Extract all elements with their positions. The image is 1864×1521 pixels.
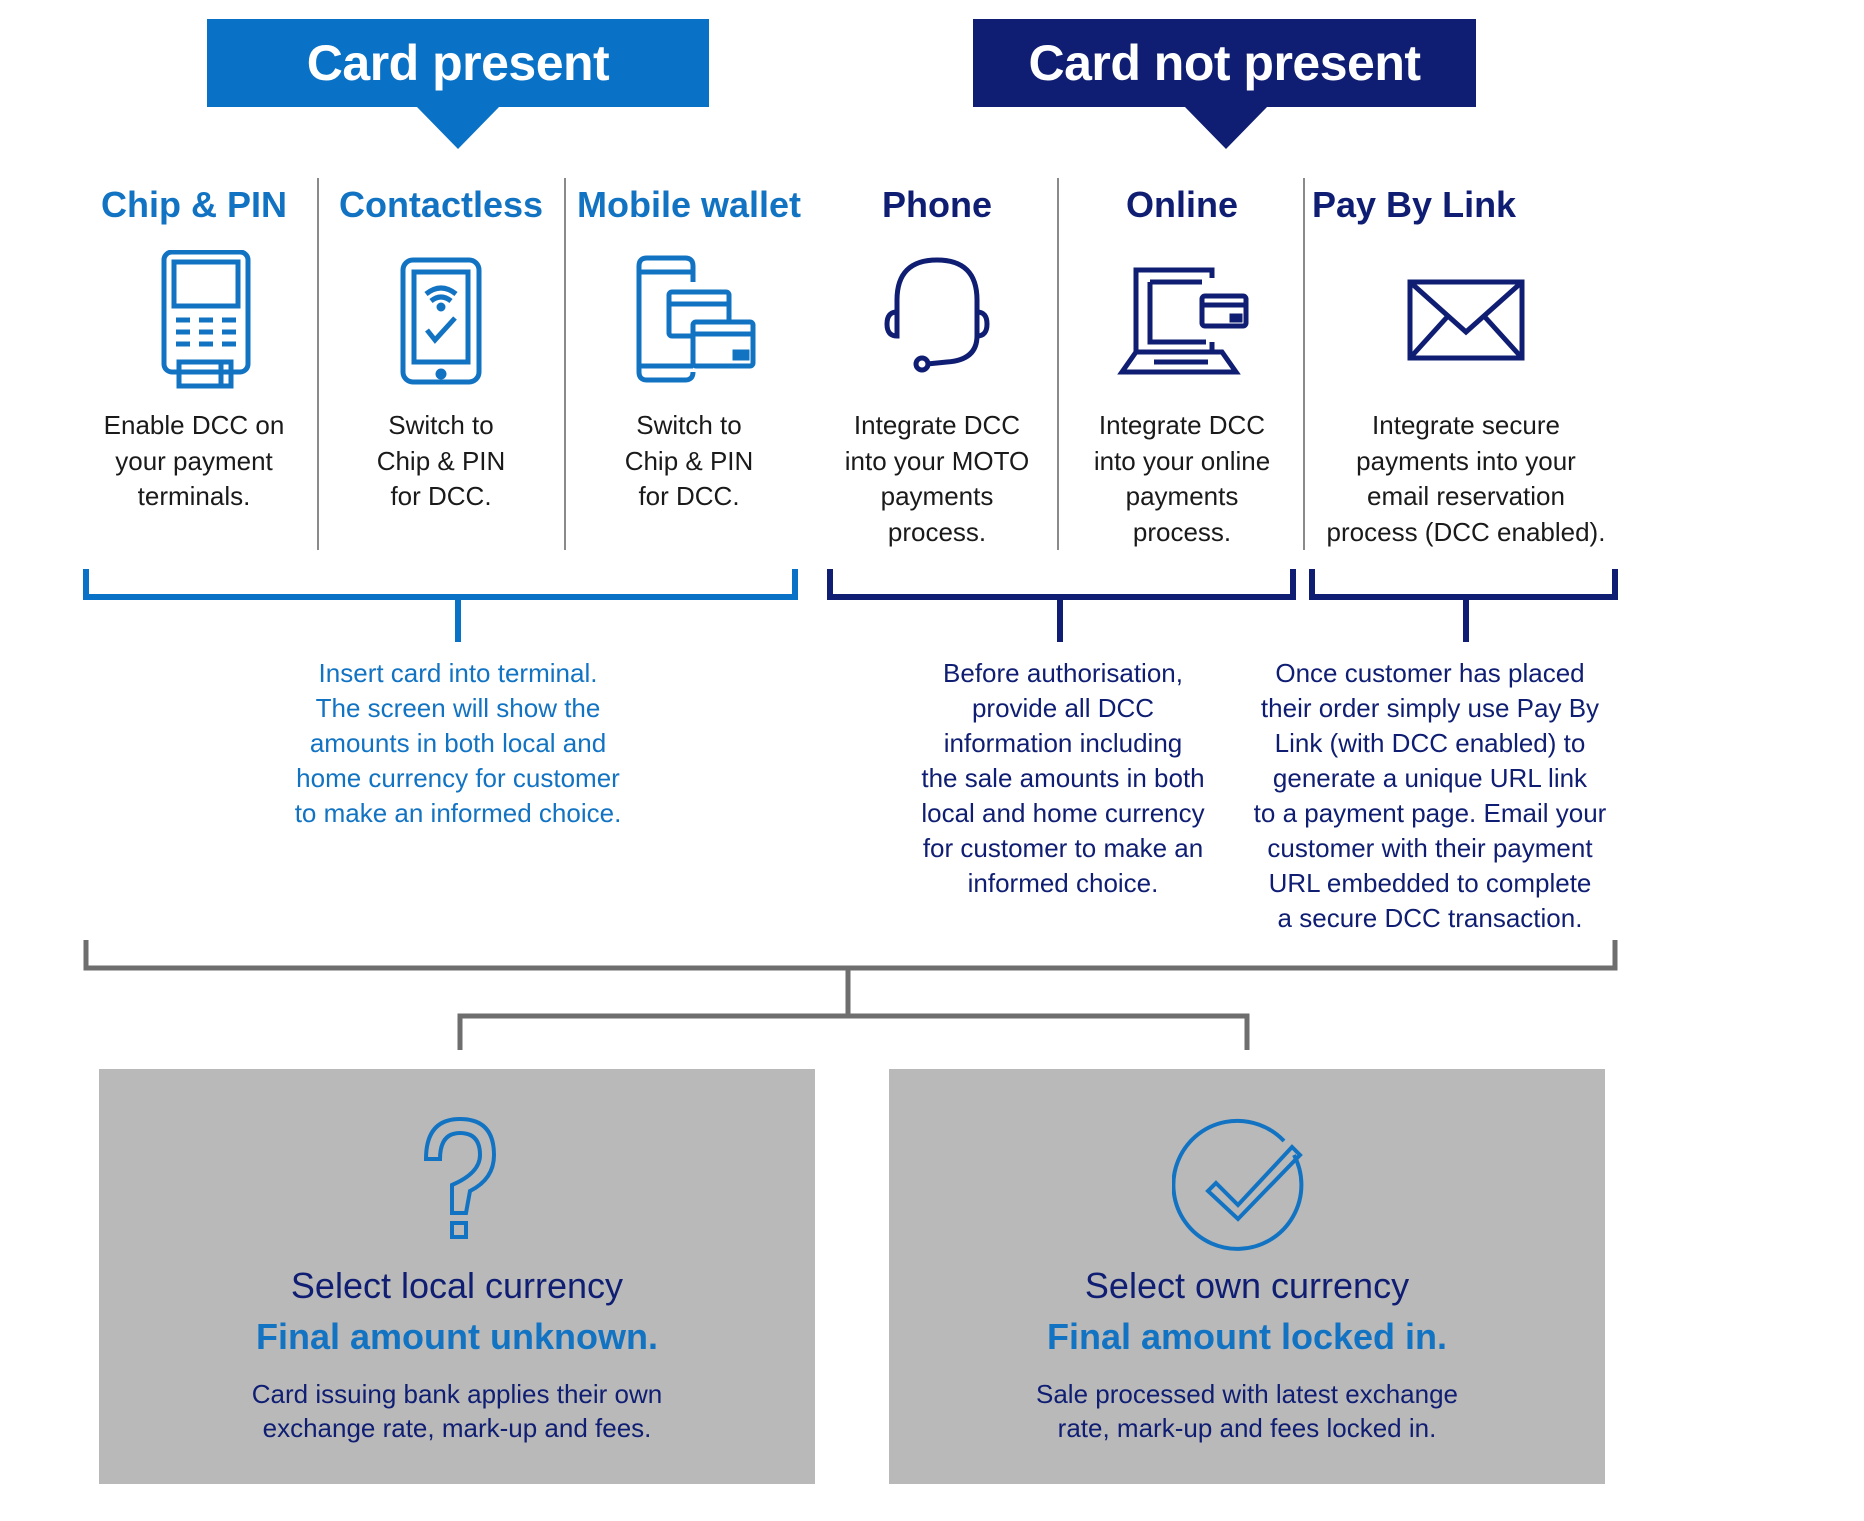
note-line: local and home currency <box>921 798 1205 828</box>
card-not-present-label: Card not present <box>1028 35 1421 91</box>
contactless-phone-icon <box>400 257 482 385</box>
channel-title: Chip & PIN <box>101 184 287 225</box>
note-line: amounts in both local and <box>309 728 607 758</box>
card-present-note: Insert card into terminal. The screen wi… <box>258 656 658 831</box>
desc-line: terminals. <box>137 481 251 511</box>
channel-description: Integrate secure payments into your emai… <box>1292 408 1640 550</box>
card-not-present-banner: Card not present <box>973 19 1476 107</box>
channel-phone: Phone Integrate DCC into your MOTO payme… <box>813 178 1061 550</box>
note-line: generate a unique URL link <box>1272 763 1588 793</box>
channel-title: Phone <box>881 184 992 225</box>
pay-by-link-note: Once customer has placed their order sim… <box>1240 656 1620 936</box>
note-line: provide all DCC <box>971 693 1155 723</box>
desc-line: Chip & PIN <box>376 445 506 476</box>
note-line: their order simply use Pay By <box>1260 693 1600 723</box>
desc-line: process (DCC enabled). <box>1326 516 1606 547</box>
column-divider <box>1303 178 1305 550</box>
desc-line: Enable DCC on <box>103 410 285 440</box>
phone-online-note: Before authorisation, provide all DCC in… <box>900 656 1226 901</box>
desc-line: Chip & PIN <box>624 445 754 476</box>
desc-line: Switch to <box>388 410 494 440</box>
outcome-subheading: Final amount locked in. <box>1046 1316 1448 1357</box>
note-line: for customer to make an <box>922 833 1204 863</box>
outcome-line: exchange rate, mark-up and fees. <box>262 1413 652 1443</box>
channel-pay-by-link: Pay By Link Integrate secure payments in… <box>1312 178 1605 550</box>
outcome-line: rate, mark-up and fees locked in. <box>1057 1413 1437 1443</box>
channel-online: Online Integrate DCC into your online pa… <box>1058 178 1306 550</box>
mobile-wallet-icon <box>636 255 756 383</box>
desc-line: email reservation <box>1367 481 1565 511</box>
phone-online-bracket <box>827 569 1296 600</box>
outcome-line: Card issuing bank applies their own <box>251 1379 663 1409</box>
outcome-description: Card issuing bank applies their own exch… <box>99 1377 815 1445</box>
desc-line: Integrate DCC <box>853 410 1021 440</box>
channel-title: Contactless <box>338 184 544 225</box>
note-line: Link (with DCC enabled) to <box>1274 728 1586 758</box>
note-line: informed choice. <box>967 868 1159 898</box>
outcome-own-currency: Select own currency Final amount locked … <box>889 1069 1605 1484</box>
note-line: Before authorisation, <box>943 658 1183 688</box>
channel-description: Switch to Chip & PIN for DCC. <box>303 408 579 515</box>
outcome-description: Sale processed with latest exchange rate… <box>889 1377 1605 1445</box>
channel-title: Online <box>1125 184 1238 225</box>
note-line: Insert card into terminal. <box>318 658 598 688</box>
desc-line: Integrate DCC <box>1098 410 1266 440</box>
desc-line: payments <box>1125 481 1239 511</box>
note-line: information including <box>943 728 1183 758</box>
channel-description: Integrate DCC into your MOTO payments pr… <box>799 408 1075 550</box>
desc-line: your payment <box>115 445 273 476</box>
note-line: to a payment page. Email your <box>1253 798 1607 828</box>
desc-line: Switch to <box>636 410 742 440</box>
card-present-pointer <box>416 106 500 149</box>
desc-line: into your MOTO <box>844 445 1030 476</box>
desc-line: process. <box>887 516 987 547</box>
desc-line: into your online <box>1093 445 1271 476</box>
desc-line: payments <box>880 481 994 511</box>
channel-description: Switch to Chip & PIN for DCC. <box>551 408 827 515</box>
note-line: URL embedded to complete <box>1268 868 1592 898</box>
note-line: The screen will show the <box>315 693 601 723</box>
channel-chip-and-pin: Chip & PIN Enable DCC on your payment te… <box>70 178 318 550</box>
note-line: home currency for customer <box>296 763 620 793</box>
outcome-heading: Select local currency <box>290 1265 624 1306</box>
column-divider <box>1057 178 1059 550</box>
note-line: a secure DCC transaction. <box>1277 903 1583 933</box>
outcome-heading: Select own currency <box>1084 1265 1410 1306</box>
channel-description: Enable DCC on your payment terminals. <box>56 408 332 515</box>
question-mark-icon <box>423 1116 497 1239</box>
channel-description: Integrate DCC into your online payments … <box>1044 408 1320 550</box>
column-divider <box>564 178 566 550</box>
card-present-label: Card present <box>306 35 610 91</box>
headset-icon <box>884 257 990 373</box>
check-circle-icon <box>1172 1118 1304 1251</box>
note-line: the sale amounts in both <box>921 763 1205 793</box>
envelope-icon <box>1407 279 1525 361</box>
outcome-local-currency: Select local currency Final amount unkno… <box>99 1069 815 1484</box>
desc-line: for DCC. <box>638 481 740 511</box>
outcome-split <box>457 1013 1250 1050</box>
pay-by-link-bracket <box>1309 569 1618 600</box>
channel-title: Pay By Link <box>1312 184 1517 225</box>
card-present-bracket <box>83 569 798 600</box>
note-line: customer with their payment <box>1267 833 1593 863</box>
desc-line: process. <box>1132 516 1232 547</box>
desc-line: for DCC. <box>390 481 492 511</box>
channel-title: Mobile wallet <box>576 184 802 225</box>
desc-line: payments into your <box>1356 445 1576 476</box>
card-present-banner: Card present <box>207 19 709 107</box>
channel-mobile-wallet: Mobile wallet Switch to Chip & PIN for D… <box>565 178 813 550</box>
desc-line: Integrate secure <box>1372 410 1560 440</box>
outcome-subheading: Final amount unknown. <box>256 1316 658 1357</box>
payment-terminal-icon <box>161 250 251 389</box>
column-divider <box>317 178 319 550</box>
outcome-line: Sale processed with latest exchange <box>1035 1379 1459 1409</box>
outcome-bracket <box>83 940 1618 971</box>
note-line: Once customer has placed <box>1275 658 1585 688</box>
channel-contactless: Contactless Switch to Chip & PIN for DCC… <box>317 178 565 550</box>
card-not-present-pointer <box>1184 106 1268 149</box>
laptop-card-icon <box>1117 267 1249 375</box>
note-line: to make an informed choice. <box>294 798 622 828</box>
